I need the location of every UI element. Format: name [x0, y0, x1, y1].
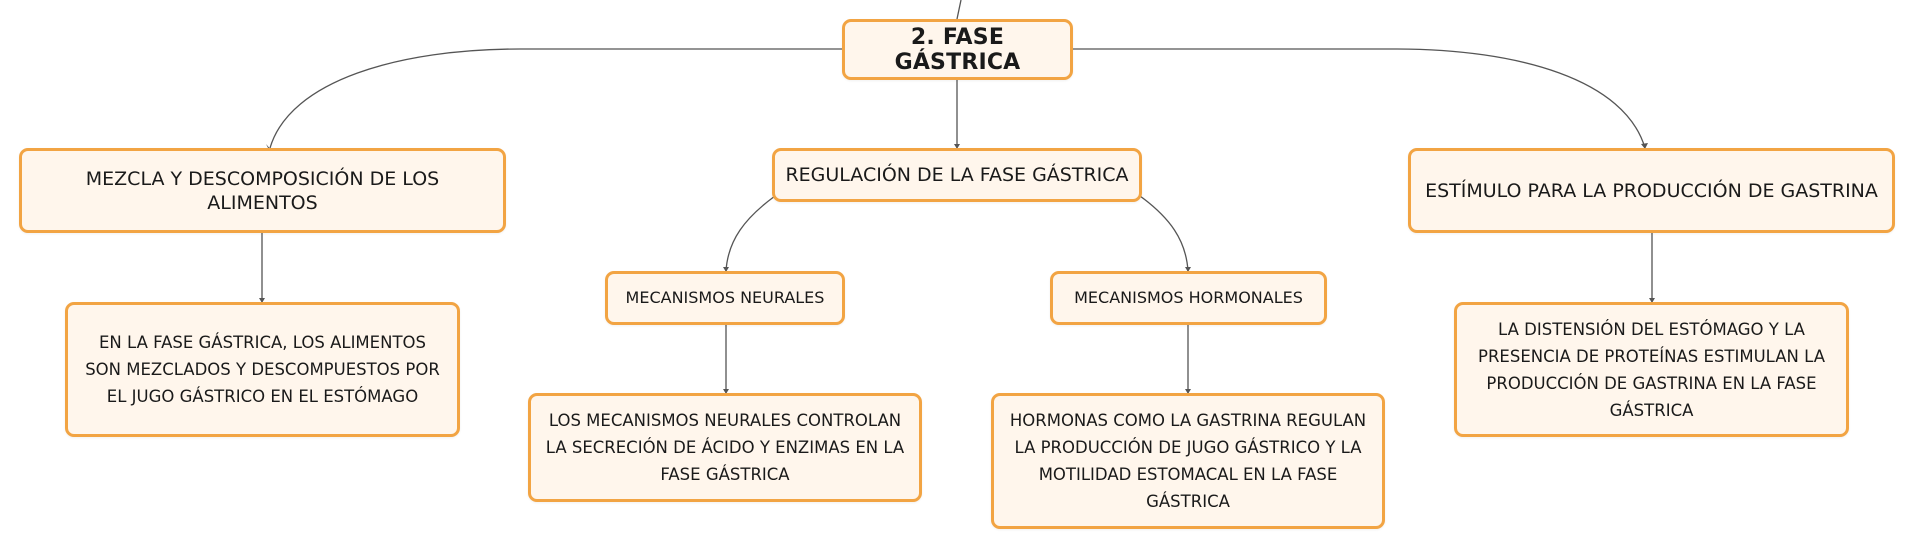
leaf-neurales-detail[interactable]: LOS MECANISMOS NEURALES CONTROLAN LA SEC… [528, 393, 922, 502]
leaf-text: LOS MECANISMOS NEURALES CONTROLAN LA SEC… [545, 411, 905, 484]
node-mezcla-descomposicion[interactable]: MEZCLA Y DESCOMPOSICIÓN DE LOS ALIMENTOS [19, 148, 506, 233]
leaf-gastrina-detail[interactable]: LA DISTENSIÓN DEL ESTÓMAGO Y LA PRESENCI… [1454, 302, 1849, 437]
leaf-text: EN LA FASE GÁSTRICA, LOS ALIMENTOS SON M… [85, 333, 440, 406]
connector-root-left [269, 48, 842, 149]
arrowhead-neurales-leaf [723, 389, 729, 394]
node-label: MEZCLA Y DESCOMPOSICIÓN DE LOS ALIMENTOS [85, 167, 440, 214]
node-mecanismos-neurales[interactable]: MECANISMOS NEURALES [605, 271, 845, 325]
leaf-text: HORMONAS COMO LA GASTRINA REGULAN LA PRO… [1009, 411, 1367, 511]
node-label: MECANISMOS NEURALES [625, 288, 825, 307]
leaf-mezcla-detail[interactable]: EN LA FASE GÁSTRICA, LOS ALIMENTOS SON M… [65, 302, 460, 437]
connector-mid-hormonales [1139, 195, 1189, 272]
leaf-text: LA DISTENSIÓN DEL ESTÓMAGO Y LA PRESENCI… [1478, 319, 1825, 420]
connector-mid-neurales [725, 195, 776, 272]
arrowhead-right-leaf [1649, 298, 1655, 303]
connector-incoming [956, 0, 962, 20]
node-label: REGULACIÓN DE LA FASE GÁSTRICA [785, 164, 1129, 186]
node-label: MECANISMOS HORMONALES [1074, 288, 1303, 307]
arrowhead-mid [954, 144, 960, 149]
arrowhead-left-leaf [259, 298, 265, 303]
node-regulacion[interactable]: REGULACIÓN DE LA FASE GÁSTRICA [772, 148, 1142, 202]
root-label: 2. FASE GÁSTRICA [894, 24, 1021, 75]
node-estimulo-gastrina[interactable]: ESTÍMULO PARA LA PRODUCCIÓN DE GASTRINA [1408, 148, 1895, 233]
node-mecanismos-hormonales[interactable]: MECANISMOS HORMONALES [1050, 271, 1327, 325]
connector-root-right [1073, 48, 1646, 149]
arrowhead-neurales [723, 267, 729, 272]
arrowhead-right [1641, 143, 1648, 149]
arrowhead-hormonales-leaf [1185, 389, 1191, 394]
arrowhead-hormonales [1185, 267, 1191, 272]
root-node[interactable]: 2. FASE GÁSTRICA [842, 19, 1073, 80]
leaf-hormonales-detail[interactable]: HORMONAS COMO LA GASTRINA REGULAN LA PRO… [991, 393, 1385, 529]
node-label: ESTÍMULO PARA LA PRODUCCIÓN DE GASTRINA [1425, 179, 1878, 202]
